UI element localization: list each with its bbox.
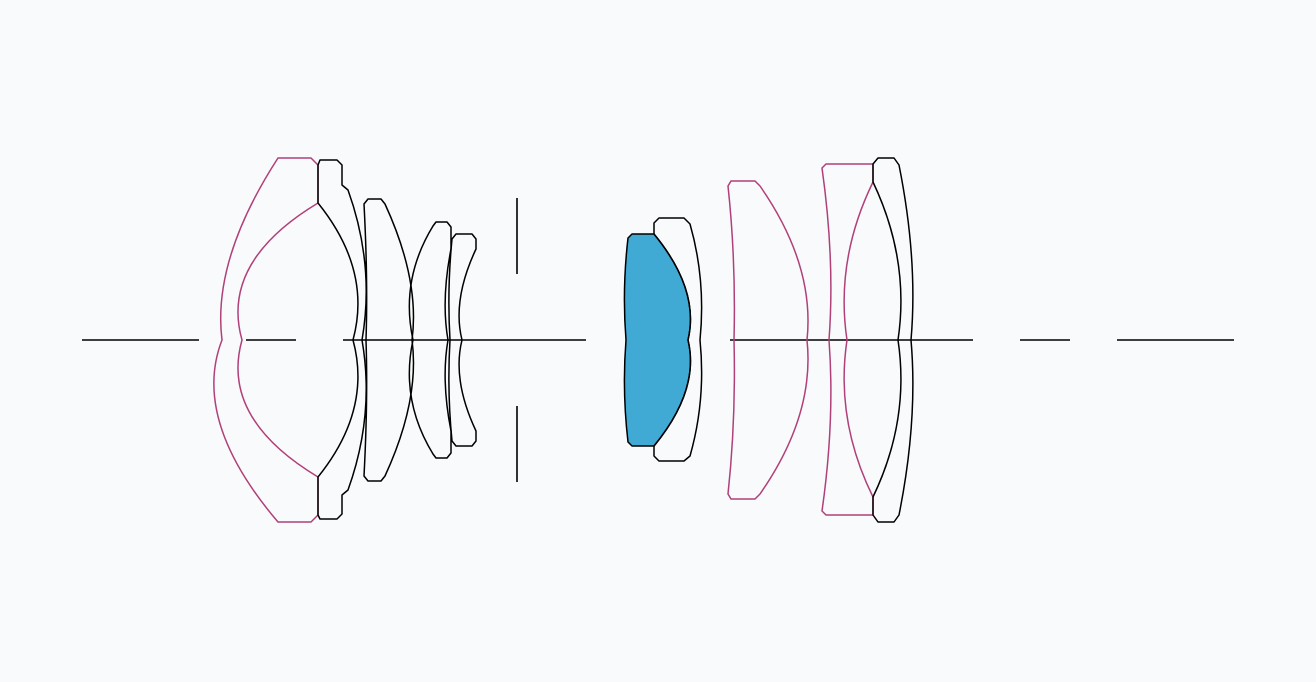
lens-elements xyxy=(213,157,914,523)
lens-element-7-standard xyxy=(653,217,703,462)
lens-element-2-standard xyxy=(317,159,367,520)
lens-element-3-standard xyxy=(363,198,415,482)
lens-element-8-special-low-dispersion xyxy=(727,180,809,500)
lens-element-9-special-low-dispersion xyxy=(821,163,874,516)
lens-element-6-aspherical xyxy=(623,233,692,447)
lens-element-4-standard xyxy=(408,221,452,459)
lens-element-5-standard xyxy=(448,233,477,447)
lens-element-10-standard xyxy=(872,157,914,523)
